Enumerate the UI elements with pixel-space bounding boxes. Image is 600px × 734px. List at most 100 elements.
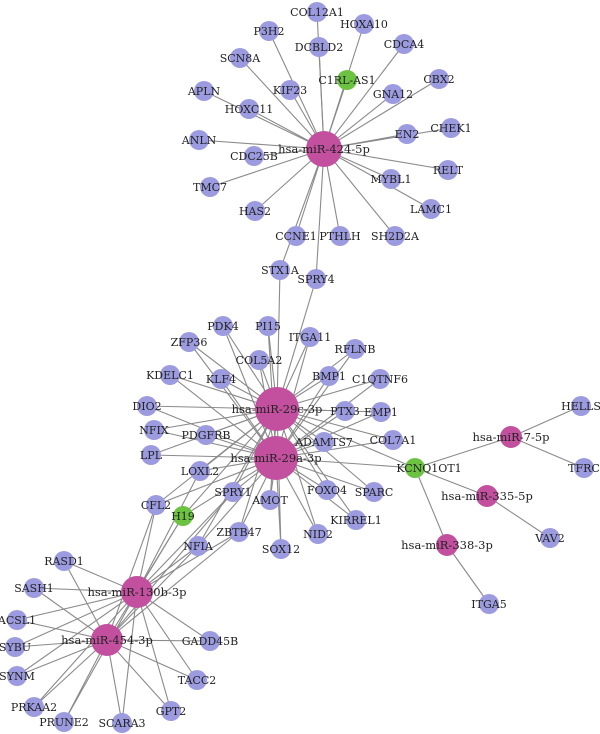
label-SPRY1: SPRY1 bbox=[214, 486, 251, 499]
node-ZFP36[interactable] bbox=[179, 332, 199, 352]
node-HOXA10[interactable] bbox=[354, 14, 374, 34]
node-CDCA4[interactable] bbox=[394, 34, 414, 54]
node-HELLS[interactable] bbox=[571, 396, 591, 416]
node-NID2[interactable] bbox=[308, 524, 328, 544]
node-SPRY4[interactable] bbox=[306, 269, 326, 289]
node-SASH1[interactable] bbox=[24, 578, 44, 598]
node-CFL2[interactable] bbox=[146, 495, 166, 515]
node-EMP1[interactable] bbox=[371, 402, 391, 422]
node-RFLNB[interactable] bbox=[345, 339, 365, 359]
node-APLN[interactable] bbox=[194, 81, 214, 101]
label-KIRREL1: KIRREL1 bbox=[330, 514, 381, 527]
node-C1QTNF6[interactable] bbox=[370, 369, 390, 389]
node-SYBU[interactable] bbox=[5, 637, 25, 657]
node-PDGFRB[interactable] bbox=[196, 425, 216, 445]
node-GPT2[interactable] bbox=[161, 701, 181, 721]
label-DCBLD2: DCBLD2 bbox=[295, 41, 343, 54]
node-hsa-miR-335-5p[interactable] bbox=[476, 485, 498, 507]
node-PTX3[interactable] bbox=[335, 401, 355, 421]
node-ZBTB47[interactable] bbox=[229, 522, 249, 542]
node-LAMC1[interactable] bbox=[421, 199, 441, 219]
label-PTHLH: PTHLH bbox=[319, 230, 360, 243]
node-FOXO4[interactable] bbox=[317, 480, 337, 500]
node-KCNQ1OT1[interactable] bbox=[405, 458, 425, 478]
node-PDK4[interactable] bbox=[213, 316, 233, 336]
node-SPRY1[interactable] bbox=[223, 482, 243, 502]
node-KIRREL1[interactable] bbox=[346, 510, 366, 530]
label-COL7A1: COL7A1 bbox=[370, 434, 417, 447]
node-ANLN[interactable] bbox=[189, 130, 209, 150]
node-GNA12[interactable] bbox=[383, 84, 403, 104]
node-TACC2[interactable] bbox=[187, 670, 207, 690]
node-C1RL-AS1[interactable] bbox=[337, 70, 357, 90]
node-SOX12[interactable] bbox=[271, 539, 291, 559]
node-RASD1[interactable] bbox=[54, 551, 74, 571]
node-hsa-miR-29a-3p[interactable] bbox=[254, 436, 298, 480]
label-C1RL-AS1: C1RL-AS1 bbox=[318, 74, 375, 87]
node-DCBLD2[interactable] bbox=[309, 37, 329, 57]
node-hsa-miR-454-3p[interactable] bbox=[91, 624, 123, 656]
node-LPL[interactable] bbox=[141, 445, 161, 465]
node-AMOT[interactable] bbox=[260, 490, 280, 510]
node-ADAMTS7[interactable] bbox=[314, 432, 334, 452]
node-VAV2[interactable] bbox=[540, 528, 560, 548]
node-EN2[interactable] bbox=[397, 124, 417, 144]
edge-hsa-miR-29c-3p-KIRREL1 bbox=[276, 408, 357, 521]
node-ITGA5[interactable] bbox=[479, 594, 499, 614]
node-PI15[interactable] bbox=[258, 316, 278, 336]
node-hsa-miR-7-5p[interactable] bbox=[500, 426, 522, 448]
node-SCN8A[interactable] bbox=[230, 48, 250, 68]
node-HAS2[interactable] bbox=[245, 201, 265, 221]
node-CHEK1[interactable] bbox=[441, 118, 461, 138]
node-KDELC1[interactable] bbox=[160, 365, 180, 385]
node-hsa-miR-130b-3p[interactable] bbox=[121, 576, 153, 608]
label-LPL: LPL bbox=[140, 449, 163, 462]
node-NFIX[interactable] bbox=[144, 420, 164, 440]
node-SYNM[interactable] bbox=[7, 666, 27, 686]
node-TMC7[interactable] bbox=[200, 177, 220, 197]
node-COL5A2[interactable] bbox=[249, 350, 269, 370]
edge-hsa-miR-130b-3p-SPRY1 bbox=[136, 491, 234, 593]
edge-hsa-miR-7-5p-TFRC bbox=[510, 436, 585, 469]
node-CBX2[interactable] bbox=[429, 69, 449, 89]
node-CDC25B[interactable] bbox=[244, 146, 264, 166]
node-SPARC[interactable] bbox=[364, 482, 384, 502]
node-KLF4[interactable] bbox=[211, 369, 231, 389]
node-ACSL1[interactable] bbox=[7, 610, 27, 630]
edge-hsa-miR-7-5p-HELLS bbox=[510, 405, 582, 438]
node-KIF23[interactable] bbox=[280, 80, 300, 100]
node-LOXL2[interactable] bbox=[190, 461, 210, 481]
node-TFRC[interactable] bbox=[574, 458, 594, 478]
edge-hsa-miR-454-3p-H19 bbox=[106, 515, 184, 641]
node-HOXC11[interactable] bbox=[239, 99, 259, 119]
edge-hsa-miR-424-5p-LAMC1 bbox=[323, 148, 432, 210]
node-DIO2[interactable] bbox=[137, 396, 157, 416]
node-STX1A[interactable] bbox=[270, 260, 290, 280]
node-RELT[interactable] bbox=[438, 160, 458, 180]
node-ITGA11[interactable] bbox=[300, 327, 320, 347]
node-H19[interactable] bbox=[173, 506, 193, 526]
node-NFIA[interactable] bbox=[188, 536, 208, 556]
node-hsa-miR-424-5p[interactable] bbox=[306, 131, 342, 167]
node-SH2D2A[interactable] bbox=[385, 226, 405, 246]
edge-KCNQ1OT1-hsa-miR-338-3p bbox=[414, 467, 448, 546]
node-CCNE1[interactable] bbox=[286, 226, 306, 246]
edge-hsa-miR-29c-3p-SPRY4 bbox=[276, 278, 317, 410]
node-GADD45B[interactable] bbox=[200, 631, 220, 651]
label-KDELC1: KDELC1 bbox=[146, 369, 194, 382]
node-SCARA3[interactable] bbox=[112, 713, 132, 733]
node-BMP1[interactable] bbox=[319, 366, 339, 386]
node-PRUNE2[interactable] bbox=[54, 712, 74, 732]
label-HOXC11: HOXC11 bbox=[225, 103, 273, 116]
node-COL7A1[interactable] bbox=[383, 430, 403, 450]
node-PRKAA2[interactable] bbox=[24, 697, 44, 717]
node-PTHLH[interactable] bbox=[330, 226, 350, 246]
node-MYBL1[interactable] bbox=[381, 169, 401, 189]
node-P3H2[interactable] bbox=[259, 21, 279, 41]
label-GADD45B: GADD45B bbox=[182, 635, 238, 648]
node-hsa-miR-338-3p[interactable] bbox=[436, 534, 458, 556]
edge-hsa-miR-454-3p-PRKAA2 bbox=[33, 639, 108, 708]
node-COL12A1[interactable] bbox=[307, 2, 327, 22]
node-hsa-miR-29c-3p[interactable] bbox=[255, 387, 299, 431]
label-CCNE1: CCNE1 bbox=[275, 230, 317, 243]
